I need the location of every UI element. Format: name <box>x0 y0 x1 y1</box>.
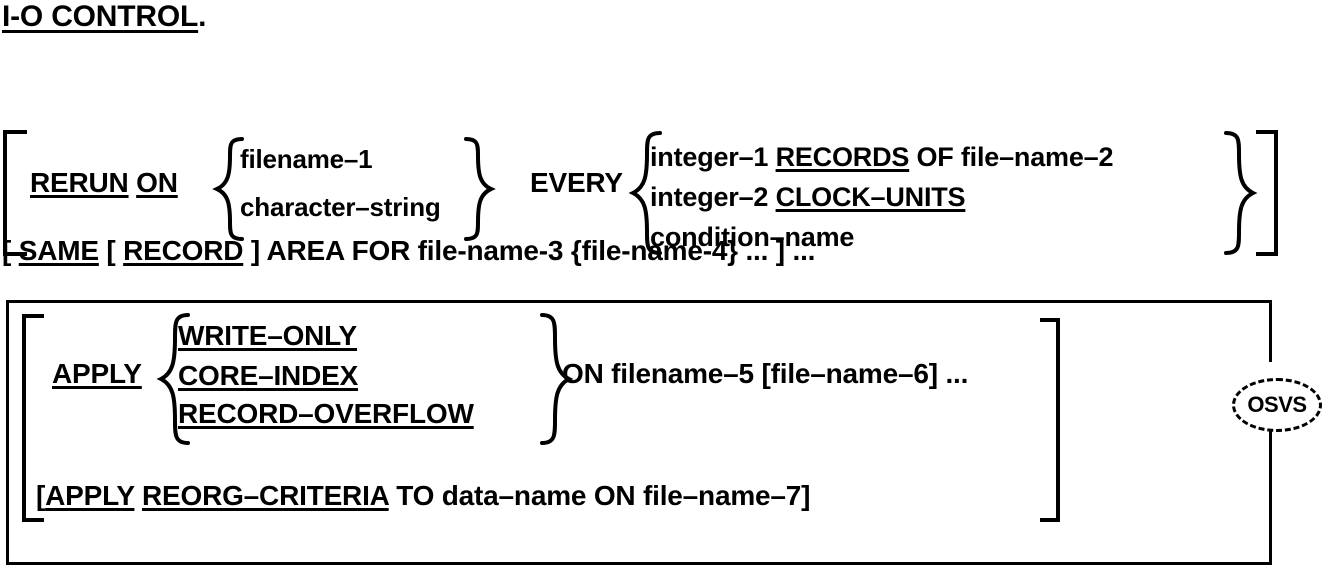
page-title: I-O CONTROL. <box>2 0 206 34</box>
apply-option-3: RECORD–OVERFLOW <box>178 398 474 430</box>
keyword-write-only: WRITE–ONLY <box>178 320 357 351</box>
apply-on-clause: ON filename–5 [file–name–6] ... <box>562 358 969 389</box>
rerun-open-bracket <box>3 130 27 256</box>
rerun-frequency-option-3: condition–name <box>650 222 855 252</box>
reorg-space <box>134 480 142 511</box>
apply-open-bracket <box>22 314 44 522</box>
keyword-record: RECORD <box>123 235 244 266</box>
keyword-every: EVERY <box>530 167 623 198</box>
same-clause-mid-2: ] AREA FOR file-name-3 {file-name-4} ...… <box>243 235 816 266</box>
same-clause-leading: [ <box>2 235 19 266</box>
keyword-clock-units: CLOCK–UNITS <box>775 182 966 212</box>
rerun-frequency-operand-2: integer–2 <box>650 182 769 212</box>
keyword-reorg-criteria: REORG–CRITERIA <box>142 480 389 511</box>
apply-close-bracket <box>1040 318 1060 522</box>
rerun-source-open-brace <box>212 137 244 241</box>
rerun-source-option-1: filename–1 <box>240 144 373 174</box>
osvs-annotation-bubble: OSVS <box>1232 378 1322 432</box>
apply-reorg-criteria-clause: [APPLY REORG–CRITERIA TO data–name ON fi… <box>36 480 810 512</box>
rerun-source-close-brace <box>464 137 496 241</box>
rerun-frequency-open-brace <box>628 131 662 255</box>
reorg-tail: TO data–name ON file–name–7] <box>388 480 811 511</box>
same-clause-mid-1: [ <box>98 235 124 266</box>
rerun-clause: RERUN ON filename–1 character–string EVE… <box>0 60 1330 256</box>
rerun-frequency-option-2: integer–2 CLOCK–UNITS <box>650 182 966 213</box>
keyword-apply-2: APPLY <box>45 480 135 511</box>
reorg-leading-bracket: [ <box>36 480 46 511</box>
apply-option-2: CORE–INDEX <box>178 360 358 392</box>
keyword-on: ON <box>136 167 178 198</box>
apply-options-close-brace <box>540 313 574 445</box>
rerun-frequency-option-1: integer–1 RECORDS OF file–name–2 <box>650 142 1113 173</box>
apply-clause-box <box>6 300 1272 565</box>
apply-option-1: WRITE–ONLY <box>178 320 357 352</box>
rerun-frequency-tail-1: OF file–name–2 <box>909 142 1114 172</box>
keyword-core-index: CORE–INDEX <box>178 360 359 391</box>
keyword-apply: APPLY <box>52 358 142 390</box>
rerun-keywords: RERUN ON <box>30 167 178 199</box>
keyword-apply-text: APPLY <box>52 358 142 389</box>
osvs-label: OSVS <box>1247 392 1307 417</box>
page-title-underlined: I-O CONTROL <box>2 0 199 33</box>
keyword-rerun: RERUN <box>30 167 129 198</box>
rerun-source-option-2: character–string <box>240 192 441 222</box>
keyword-records: RECORDS <box>775 142 910 172</box>
rerun-frequency-operand-1: integer–1 <box>650 142 769 172</box>
keyword-record-overflow: RECORD–OVERFLOW <box>178 398 474 429</box>
rerun-frequency-close-brace <box>1224 131 1258 255</box>
same-area-clause: [ SAME [ RECORD ] AREA FOR file-name-3 {… <box>2 235 815 267</box>
page-title-period: . <box>198 0 207 33</box>
keyword-same: SAME <box>18 235 99 266</box>
apply-options-open-brace <box>156 313 190 445</box>
rerun-close-bracket <box>1256 130 1278 256</box>
